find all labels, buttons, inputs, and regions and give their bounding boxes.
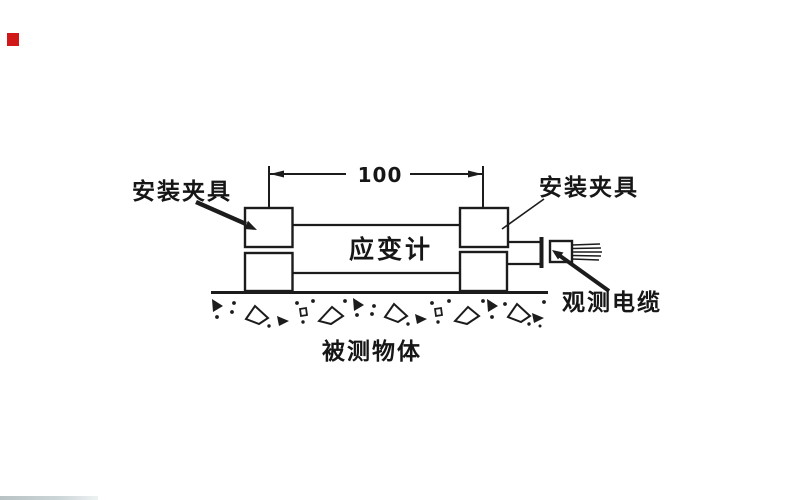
leader-right-clamp (501, 198, 545, 230)
leader-left-clamp (195, 199, 247, 227)
label-strain-gauge: 应变计 (349, 235, 434, 264)
leader-left-arrow-icon (244, 220, 257, 230)
dimension-assembly (268, 166, 484, 207)
label-mount-clamp-left: 安装夹具 (132, 179, 232, 205)
label-measured-object: 被测物体 (322, 339, 422, 365)
ground-texture (212, 298, 546, 328)
bottom-left-gray-bar (0, 496, 98, 500)
red-marker-square (7, 33, 19, 46)
leader-cable (554, 251, 611, 293)
label-mount-clamp-right: 安装夹具 (539, 175, 639, 201)
cable-connector-assembly (508, 237, 602, 268)
label-observation-cable: 观测电缆 (562, 290, 662, 316)
left-clamp-lower-block (243, 251, 294, 293)
label-dimension-value: 100 (357, 163, 403, 187)
left-clamp-upper-block (243, 206, 294, 249)
left-clamp (243, 206, 294, 293)
right-clamp (458, 206, 510, 293)
right-clamp-lower-block (458, 250, 509, 293)
leader-cable-arrow-icon (552, 250, 564, 260)
strain-gauge-body (292, 223, 460, 275)
dimension-arrow-right-icon (468, 170, 482, 178)
dimension-arrow-left-icon (270, 170, 284, 178)
right-clamp-upper-block (458, 206, 510, 249)
cable-wires (571, 243, 602, 261)
leader-lines (195, 198, 611, 293)
